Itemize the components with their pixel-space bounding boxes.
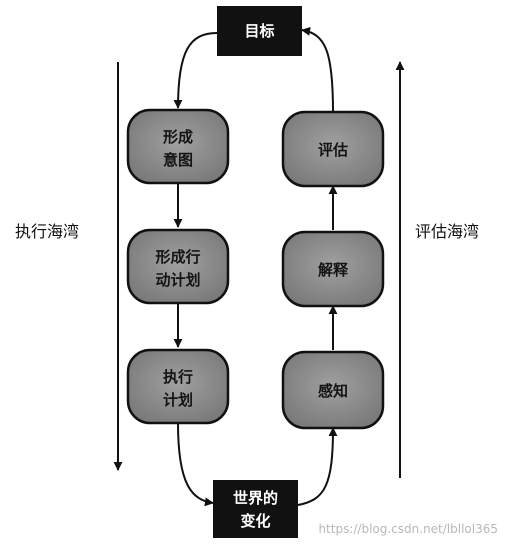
edge-evaluate-to-goal: [301, 26, 334, 113]
edge-execute-to-world: [177, 422, 214, 507]
evaluate-label: 评估: [318, 141, 348, 159]
goal-label: 目标: [244, 22, 274, 40]
form-intention-label-line1: 形成: [163, 128, 193, 146]
form-action-plan-label-line2: 动计划: [155, 271, 200, 289]
world-change-label-line1: 世界的: [233, 489, 278, 507]
execute-plan-node: [126, 348, 230, 425]
goal-box: [217, 6, 302, 56]
execute-plan-label-line1: 执行: [163, 368, 193, 386]
execution-gulf-label: 执行海湾: [15, 222, 79, 241]
form-intention-node: [126, 108, 230, 185]
form-action-plan-node: [126, 228, 230, 305]
perceive-node: [281, 350, 385, 430]
form-intention-label-line2: 意图: [163, 151, 193, 169]
interpret-node: [281, 230, 385, 308]
edge-goal-to-intention: [173, 32, 218, 109]
evaluation-gulf-label: 评估海湾: [415, 222, 479, 241]
world-change-box: [213, 480, 298, 538]
watermark: https://blog.csdn.net/lbllol365: [318, 522, 498, 536]
perceive-label: 感知: [318, 382, 348, 400]
interpret-label: 解释: [318, 261, 349, 279]
execute-plan-label-line2: 计划: [163, 391, 193, 409]
form-action-plan-label-line1: 形成行: [155, 248, 200, 266]
evaluate-node: [281, 110, 385, 188]
world-change-label-line2: 变化: [240, 512, 270, 530]
edge-world-to-perceive: [297, 427, 338, 506]
